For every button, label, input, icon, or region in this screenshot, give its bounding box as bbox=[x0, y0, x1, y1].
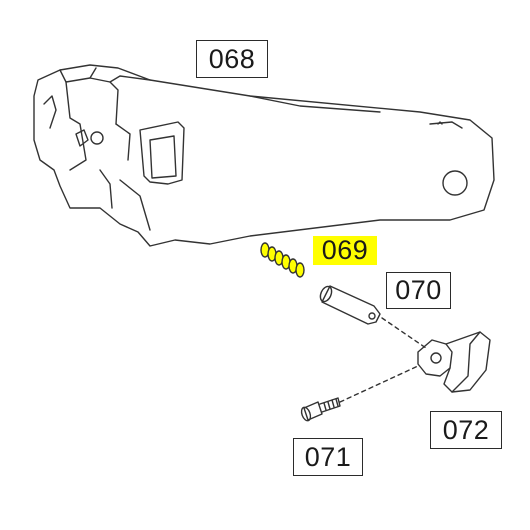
part-071-screw bbox=[300, 397, 341, 422]
part-070-pin bbox=[319, 285, 381, 325]
part-label-070: 070 bbox=[386, 272, 451, 309]
part-label-069-highlighted: 069 bbox=[313, 236, 377, 265]
part-label-068: 068 bbox=[196, 40, 268, 78]
part-072-lever bbox=[417, 331, 491, 393]
part-068-housing bbox=[33, 64, 495, 247]
assembly-leader-lines bbox=[339, 317, 427, 403]
part-069-spring bbox=[260, 242, 305, 278]
part-label-071: 071 bbox=[293, 438, 363, 476]
part-label-072: 072 bbox=[430, 411, 502, 449]
